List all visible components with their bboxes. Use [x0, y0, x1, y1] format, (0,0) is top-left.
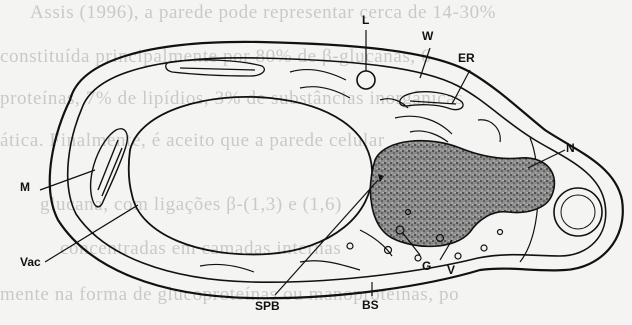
label-G: G: [422, 260, 431, 272]
label-N: N: [566, 142, 575, 154]
label-SPB: SPB: [255, 300, 280, 312]
label-V: V: [447, 264, 455, 276]
mitochondrion-top: [166, 60, 265, 76]
label-Vac: Vac: [20, 256, 41, 268]
lipid-droplet: [357, 71, 375, 89]
label-W: W: [422, 30, 433, 42]
label-ER: ER: [458, 52, 475, 64]
vacuole: [129, 97, 372, 255]
label-M: M: [20, 181, 30, 193]
mitochondrion-left: [91, 129, 128, 207]
label-BS: BS: [362, 299, 379, 311]
nucleus: [371, 141, 555, 247]
label-L: L: [362, 14, 369, 26]
